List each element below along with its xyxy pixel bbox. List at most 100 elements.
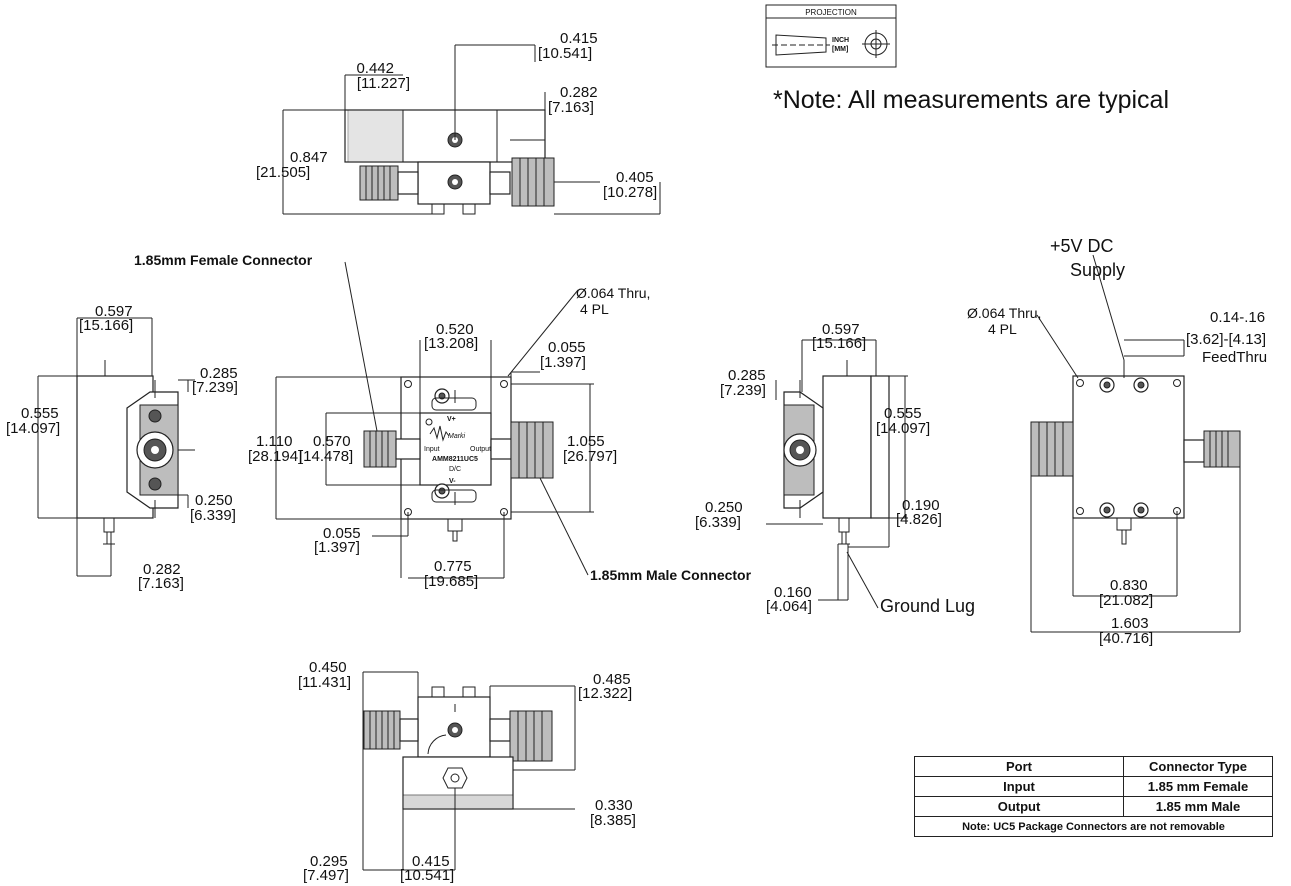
- male-connector-label: 1.85mm Male Connector: [590, 567, 752, 583]
- back-hole-icon-2: [1173, 379, 1181, 387]
- front-dim-5-mm: [26.797]: [563, 448, 617, 465]
- right-dim-1-in: 0.597: [822, 321, 860, 338]
- feedthru-label-3: FeedThru: [1202, 349, 1267, 366]
- projection-unit-mm: [MM]: [832, 46, 848, 53]
- right-dim-2-in: 0.285: [728, 367, 766, 384]
- front-female-connector: [363, 430, 397, 468]
- chip-vminus: V-: [449, 478, 456, 485]
- back-dim-2-mm: [40.716]: [1099, 630, 1153, 647]
- back-hole-label-2: 4 PL: [988, 321, 1017, 337]
- chip-output: Output: [470, 446, 491, 453]
- back-hole-icon-1: [1076, 379, 1084, 387]
- right-dim-3-mm: [14.097]: [876, 420, 930, 437]
- front-hole-label-1: Ø.064 Thru,: [576, 285, 650, 301]
- right-dim-6-mm: [4.064]: [766, 598, 812, 615]
- table-row: Input 1.85 mm Female: [914, 776, 1273, 797]
- bottom-dim-3-in: 0.330: [595, 797, 633, 814]
- front-hole-icon-1: [404, 380, 412, 388]
- left-dim-4-mm: [6.339]: [190, 507, 236, 524]
- chip-part: AMM8211UC5: [432, 456, 478, 463]
- top-dim-5-in: 0.405: [616, 169, 654, 186]
- bottom-dim-4-in: 0.295: [310, 853, 348, 870]
- right-dim-6-in: 0.160: [774, 584, 812, 601]
- supply-label-1: +5V DC: [1050, 236, 1114, 256]
- row-input-port: Input: [914, 776, 1124, 797]
- projection-title: PROJECTION: [805, 8, 857, 17]
- left-view: 0.597 [15.166] 0.285 [7.239] 0.555 [14.0…: [6, 303, 238, 592]
- left-dim-4-in: 0.250: [195, 492, 233, 509]
- back-dim-1-in: 0.830: [1110, 577, 1148, 594]
- front-hole-icon-2: [500, 380, 508, 388]
- front-dim-1-mm: [13.208]: [424, 335, 478, 352]
- chip-logo-wave-icon: [429, 425, 450, 442]
- connector-table: Port Connector Type Input 1.85 mm Female…: [914, 756, 1273, 837]
- measurement-note: *Note: All measurements are typical: [773, 86, 1169, 114]
- table-footnote-row: Note: UC5 Package Connectors are not rem…: [914, 816, 1273, 837]
- front-male-connector: [510, 421, 554, 479]
- chip-input: Input: [424, 446, 440, 453]
- row-input-type: 1.85 mm Female: [1123, 776, 1273, 797]
- chip-dc: D/C: [449, 466, 461, 473]
- back-hole-label-1: Ø.064 Thru,: [967, 305, 1041, 321]
- table-header-row: Port Connector Type: [914, 756, 1273, 777]
- top-dim-4-mm: [21.505]: [256, 164, 310, 181]
- front-hole-label-2: 4 PL: [580, 301, 609, 317]
- ground-lug-label: Ground Lug: [880, 596, 975, 616]
- bottom-dim-5-in: 0.415: [412, 853, 450, 870]
- left-dim-5-in: 0.282: [143, 561, 181, 578]
- top-view-male-connector: [511, 157, 555, 207]
- front-view: V+ Marki Input Output AMM8211UC5 D/C V-: [134, 252, 752, 590]
- top-dim-1-in: 0.442: [356, 60, 394, 77]
- right-dim-2-mm: [7.239]: [720, 382, 766, 399]
- front-dim-3-in: 1.110: [256, 433, 292, 450]
- bottom-dim-1-mm: [11.431]: [298, 674, 351, 691]
- projection-symbol: PROJECTION INCH [MM]: [765, 4, 897, 68]
- back-male-connector: [1030, 421, 1074, 477]
- right-dim-4-mm: [6.339]: [695, 514, 741, 531]
- header-connector-type: Connector Type: [1123, 756, 1273, 777]
- top-dim-3-in: 0.282: [560, 84, 598, 101]
- front-dim-3-mm: [28.194]: [248, 448, 302, 465]
- projection-unit-inch: INCH: [832, 37, 849, 44]
- front-dim-1-in: 0.520: [436, 321, 474, 338]
- bottom-hex-nut-icon: [442, 767, 468, 789]
- chip-vplus: V+: [447, 416, 456, 423]
- table-row: Output 1.85 mm Male: [914, 796, 1273, 817]
- feedthru-label-1: 0.14-.16: [1210, 309, 1265, 326]
- bottom-male-connector: [509, 710, 553, 762]
- front-dim-7-in: 0.775: [434, 558, 472, 575]
- top-dim-2-in: 0.415: [560, 30, 598, 47]
- back-view: +5V DC Supply Ø.064 Thru, 4 PL 0.14-.16 …: [967, 236, 1267, 647]
- top-dim-4-in: 0.847: [290, 149, 328, 166]
- table-footnote: Note: UC5 Package Connectors are not rem…: [914, 816, 1273, 837]
- back-dim-2-in: 1.603: [1111, 615, 1149, 632]
- feedthru-label-2: [3.62]-[4.13]: [1186, 331, 1266, 348]
- front-dim-2-in: 0.055: [548, 339, 586, 356]
- top-dim-3-mm: [7.163]: [548, 99, 594, 116]
- top-dim-5-mm: [10.278]: [603, 184, 657, 201]
- right-dim-5-mm: [4.826]: [896, 511, 942, 528]
- left-dim-3-in: 0.555: [21, 405, 59, 422]
- front-dim-7-mm: [19.685]: [424, 573, 478, 590]
- right-dim-1-mm: [15.166]: [812, 335, 866, 352]
- left-dim-1-mm: [15.166]: [79, 317, 133, 334]
- supply-label-2: Supply: [1070, 260, 1125, 280]
- chip-mount-icon: [425, 418, 433, 426]
- left-dim-1-in: 0.597: [95, 303, 133, 320]
- front-dim-6-mm: [1.397]: [314, 539, 360, 556]
- bottom-dim-1-in: 0.450: [309, 659, 347, 676]
- back-dim-1-mm: [21.082]: [1099, 592, 1153, 609]
- top-dim-1-mm: [11.227]: [357, 75, 410, 92]
- right-dim-4-in: 0.250: [705, 499, 743, 516]
- bottom-view: 0.450 [11.431] 0.485 [12.322] 0.330 [8.3…: [298, 659, 636, 884]
- bottom-dim-2-mm: [12.322]: [578, 685, 632, 702]
- row-output-type: 1.85 mm Male: [1123, 796, 1273, 817]
- left-dim-2-in: 0.285: [200, 365, 238, 382]
- left-dim-2-mm: [7.239]: [192, 379, 238, 396]
- right-view: 0.597 [15.166] 0.285 [7.239] 0.555 [14.0…: [695, 321, 975, 616]
- front-dim-4-in: 0.570: [313, 433, 351, 450]
- front-dim-2-mm: [1.397]: [540, 354, 586, 371]
- right-dim-5-in: 0.190: [902, 497, 940, 514]
- top-dim-2-mm: [10.541]: [538, 45, 592, 62]
